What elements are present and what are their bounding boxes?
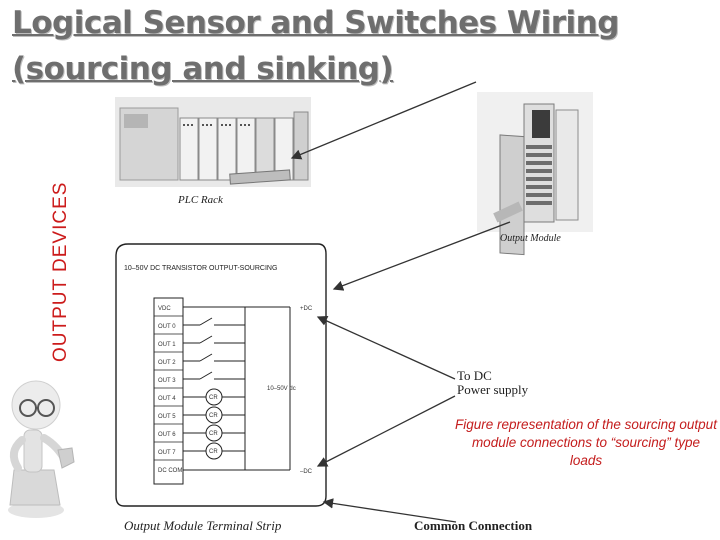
wiring-lines xyxy=(183,306,291,471)
power-supply-label-line2: Power supply xyxy=(457,382,529,397)
plus-dc-label: +DC xyxy=(300,306,313,312)
terminal-strip-label: Output Module Terminal Strip xyxy=(124,518,282,533)
diagram-title: 10–50V DC TRANSISTOR OUTPUT-SOURCING xyxy=(124,265,277,272)
connection-arrows xyxy=(290,81,511,523)
plc-rack-label: PLC Rack xyxy=(177,194,224,206)
power-supply-label-line1: To DC xyxy=(457,368,492,383)
coil-label: CR xyxy=(209,413,218,419)
terminal-label: OUT 5 xyxy=(158,414,176,420)
output-module-label: Output Module xyxy=(500,233,561,244)
coil-symbols xyxy=(205,388,223,460)
terminal-label: OUT 3 xyxy=(158,378,176,384)
terminal-label: OUT 1 xyxy=(158,342,176,348)
terminal-label: OUT 4 xyxy=(158,396,176,402)
terminal-label: OUT 0 xyxy=(158,324,176,330)
plc-rack-image xyxy=(115,97,311,187)
figure-caption: Figure representation of the sourcing ou… xyxy=(455,417,717,468)
slide-title: Logical Sensor and Switches Wiring (sour… xyxy=(12,0,712,92)
output-module-image xyxy=(477,92,593,256)
terminal-label: DC COM xyxy=(158,468,182,474)
terminal-column xyxy=(153,297,184,485)
terminal-label: VDC xyxy=(158,306,171,312)
coil-label: CR xyxy=(209,449,218,455)
terminal-labels: VDC OUT 0 OUT 1 OUT 2 OUT 3 OUT 4 OUT 5 … xyxy=(158,306,182,474)
coil-label: CR xyxy=(209,431,218,437)
coil-labels: CR CR CR CR xyxy=(209,395,218,455)
voltage-range-label: 10–50V dc xyxy=(267,386,296,392)
title-line-1: Logical Sensor and Switches Wiring xyxy=(12,5,619,41)
wiring-diagram-panel xyxy=(115,243,327,507)
thinking-figure-illustration xyxy=(8,380,75,518)
minus-dc-label: –DC xyxy=(300,469,313,475)
coil-label: CR xyxy=(209,395,218,401)
terminal-label: OUT 7 xyxy=(158,450,176,456)
terminal-label: OUT 2 xyxy=(158,360,176,366)
terminal-label: OUT 6 xyxy=(158,432,176,438)
common-connection-label: Common Connection xyxy=(414,518,533,533)
title-line-2: (sourcing and sinking) xyxy=(12,51,394,87)
